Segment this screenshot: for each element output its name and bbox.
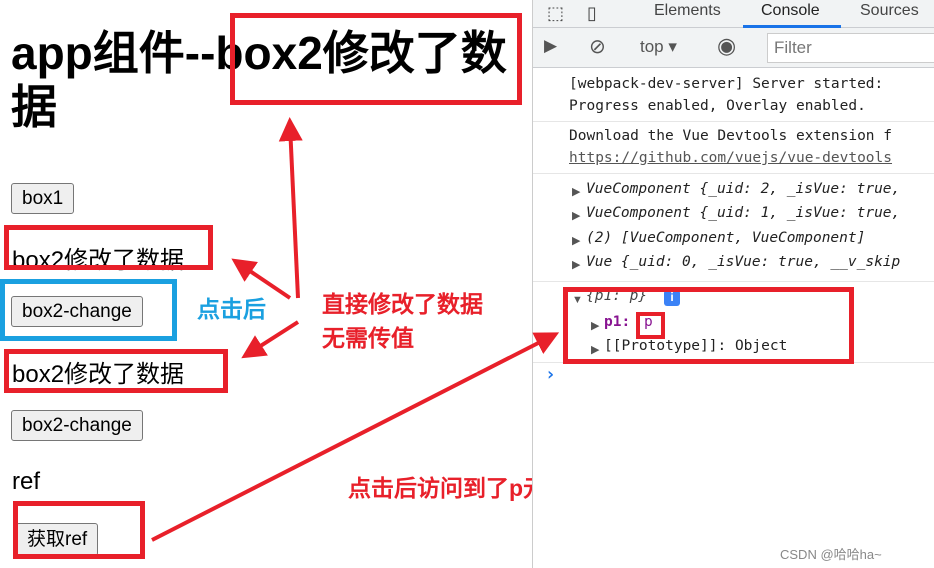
highlight-box (0, 279, 177, 341)
annotation-after-click: 点击后 (197, 296, 266, 322)
eye-icon[interactable]: ◉ (717, 33, 737, 58)
expand-icon[interactable]: ▶ (572, 210, 581, 222)
arrow (241, 320, 300, 359)
page-heading: app组件--box2修改了数据 (11, 27, 507, 133)
property-value[interactable]: p (644, 314, 653, 330)
divider (533, 281, 934, 282)
tab-sources[interactable]: Sources (860, 2, 919, 19)
tab-console[interactable]: Console (761, 2, 820, 19)
annotation-direct-modify-1: 直接修改了数据 (322, 291, 483, 317)
expand-icon[interactable]: ▶ (591, 344, 600, 356)
console-object[interactable]: {p1: p} (586, 288, 648, 304)
box2-text: box2修改了数据 (12, 361, 185, 388)
property-key: p1: (604, 314, 631, 330)
divider (533, 121, 934, 122)
divider (533, 173, 934, 174)
highlight-box (4, 349, 228, 393)
console-object[interactable]: (2) [VueComponent, VueComponent] (586, 230, 866, 246)
expand-icon[interactable]: ▶ (591, 320, 600, 332)
get-ref-button[interactable]: 获取ref (16, 523, 99, 556)
highlight-box (636, 312, 665, 339)
highlight-box (563, 287, 854, 364)
devtools-panel: ⬚ ▯ Elements Console Sources ▶︎ ⊘ top ▾ … (532, 0, 934, 568)
box2-change-button[interactable]: box2-change (11, 410, 143, 441)
filter-input[interactable]: Filter (767, 33, 934, 63)
highlight-box (230, 13, 522, 105)
box1-button[interactable]: box1 (11, 183, 75, 214)
console-object[interactable]: VueComponent {_uid: 2, _isVue: true, (586, 181, 901, 197)
inspect-icon[interactable]: ⬚ (547, 3, 565, 23)
active-tab-indicator (743, 25, 841, 28)
console-line: [webpack-dev-server] Server started: (569, 76, 884, 92)
console-line: Download the Vue Devtools extension f (569, 128, 893, 144)
collapse-icon[interactable]: ▼ (572, 294, 583, 306)
console-object[interactable]: Vue {_uid: 0, _isVue: true, __v_skip (586, 254, 901, 270)
annotation-direct-modify-2: 无需传值 (322, 325, 414, 351)
box2-change-button[interactable]: box2-change (11, 296, 143, 327)
arrow (278, 117, 303, 299)
expand-icon[interactable]: ▶ (572, 259, 581, 271)
context-value: top (640, 37, 664, 56)
arrow (151, 332, 560, 542)
console-link[interactable]: https://github.com/vuejs/vue-devtools (569, 150, 893, 166)
sidebar-toggle-icon[interactable]: ▶︎ (544, 36, 558, 55)
clear-console-icon[interactable]: ⊘ (589, 36, 606, 58)
highlight-box (13, 501, 145, 559)
context-select[interactable]: top ▾ (640, 37, 677, 56)
expand-icon[interactable]: ▶ (572, 186, 581, 198)
expand-icon[interactable]: ▶ (572, 235, 581, 247)
console-prompt[interactable]: › (545, 364, 556, 385)
arrow (231, 258, 292, 300)
watermark: CSDN @哈哈ha~ (780, 547, 882, 562)
ref-label: ref (12, 468, 41, 495)
console-object[interactable]: VueComponent {_uid: 1, _isVue: true, (586, 205, 901, 221)
device-toggle-icon[interactable]: ▯ (587, 3, 597, 23)
tab-elements[interactable]: Elements (654, 2, 721, 19)
devtools-tabs: ⬚ ▯ Elements Console Sources (533, 0, 934, 28)
prototype-entry[interactable]: [[Prototype]]: Object (604, 338, 788, 354)
console-line: Progress enabled, Overlay enabled. (569, 98, 866, 114)
highlight-box (4, 225, 213, 270)
info-icon[interactable]: i (664, 290, 680, 306)
